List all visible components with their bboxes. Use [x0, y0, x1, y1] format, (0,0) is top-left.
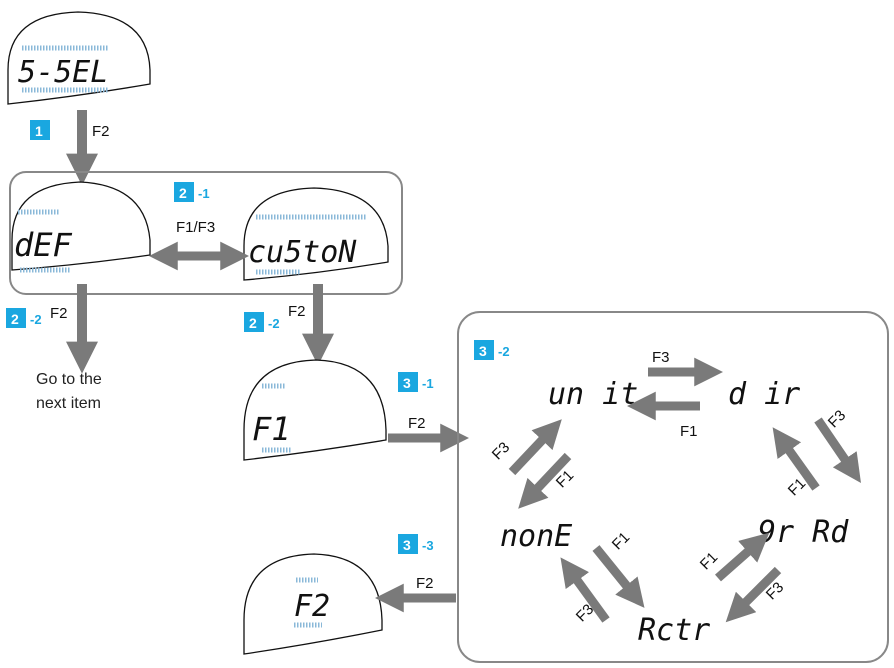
- svg-text:2: 2: [179, 185, 187, 201]
- svg-text:-1: -1: [422, 376, 434, 391]
- arrow-actr-grad: [715, 532, 770, 582]
- display-text-s-sel: 5-5EL: [18, 55, 108, 90]
- arrow-actr-none: [560, 557, 610, 623]
- arrow-grad-actr: [725, 566, 782, 623]
- arrow-dir-grad: [814, 417, 861, 484]
- badge-2-2-left: 2 -2: [6, 308, 42, 328]
- badge-2-2-right: 2 -2: [244, 312, 280, 332]
- svg-text:3: 3: [479, 343, 487, 359]
- note-line-2: next item: [36, 395, 101, 412]
- arrow-unit-none: [518, 452, 572, 509]
- svg-text:3: 3: [403, 375, 411, 391]
- key-label-3-3: F2: [416, 575, 434, 592]
- badge-1: 1: [30, 120, 50, 140]
- display-def: dEF: [11, 181, 151, 273]
- arrow-none-actr: [592, 545, 645, 608]
- display-custom: cu5toN: [243, 187, 389, 281]
- badge-3-3: 3 -3: [398, 534, 434, 554]
- cycle-item-none: nonE: [500, 519, 572, 554]
- key-label-2-2-right: F2: [288, 303, 306, 320]
- key-dir-unit: F1: [680, 423, 698, 440]
- key-none-actr: F1: [609, 529, 633, 553]
- display-f1: F1: [243, 359, 387, 461]
- display-text-def: dEF: [14, 226, 73, 264]
- cycle-item-grad: 9r Rd: [758, 515, 849, 550]
- mode-select-box: [9, 171, 403, 295]
- key-label-2-1: F1/F3: [176, 219, 215, 236]
- cycle-item-unit: un it: [548, 377, 638, 412]
- key-none-unit: F3: [489, 439, 513, 463]
- arrow-none-unit: [508, 419, 562, 476]
- key-actr-grad: F1: [697, 549, 721, 573]
- svg-text:2: 2: [249, 315, 257, 331]
- key-unit-dir: F3: [652, 349, 670, 366]
- arrow-grad-dir: [772, 427, 820, 491]
- svg-text:-3: -3: [422, 538, 434, 553]
- svg-text:2: 2: [11, 311, 19, 327]
- note-line-1: Go to the: [36, 371, 102, 388]
- custom-cycle-box: [457, 311, 889, 663]
- key-label-1: F2: [92, 123, 110, 140]
- svg-text:-2: -2: [498, 344, 510, 359]
- key-label-3-1: F2: [408, 415, 426, 432]
- badge-2-1: 2 -1: [174, 182, 210, 202]
- svg-text:-2: -2: [268, 316, 280, 331]
- svg-text:-1: -1: [198, 186, 210, 201]
- badge-3-1: 3 -1: [398, 372, 434, 392]
- svg-text:-2: -2: [30, 312, 42, 327]
- key-label-2-2-left: F2: [50, 305, 68, 322]
- display-f2: F2: [243, 553, 383, 655]
- svg-text:3: 3: [403, 537, 411, 553]
- cycle-item-dir: d ir: [728, 377, 800, 412]
- svg-text:1: 1: [35, 123, 43, 139]
- cycle-item-actr: Rctr: [638, 613, 710, 648]
- display-text-f2: F2: [294, 589, 330, 624]
- display-text-custom: cu5toN: [248, 235, 357, 270]
- badge-3-2: 3 -2: [474, 340, 510, 360]
- display-text-f1: F1: [252, 410, 291, 448]
- display-s-sel: 5-5EL: [7, 11, 151, 105]
